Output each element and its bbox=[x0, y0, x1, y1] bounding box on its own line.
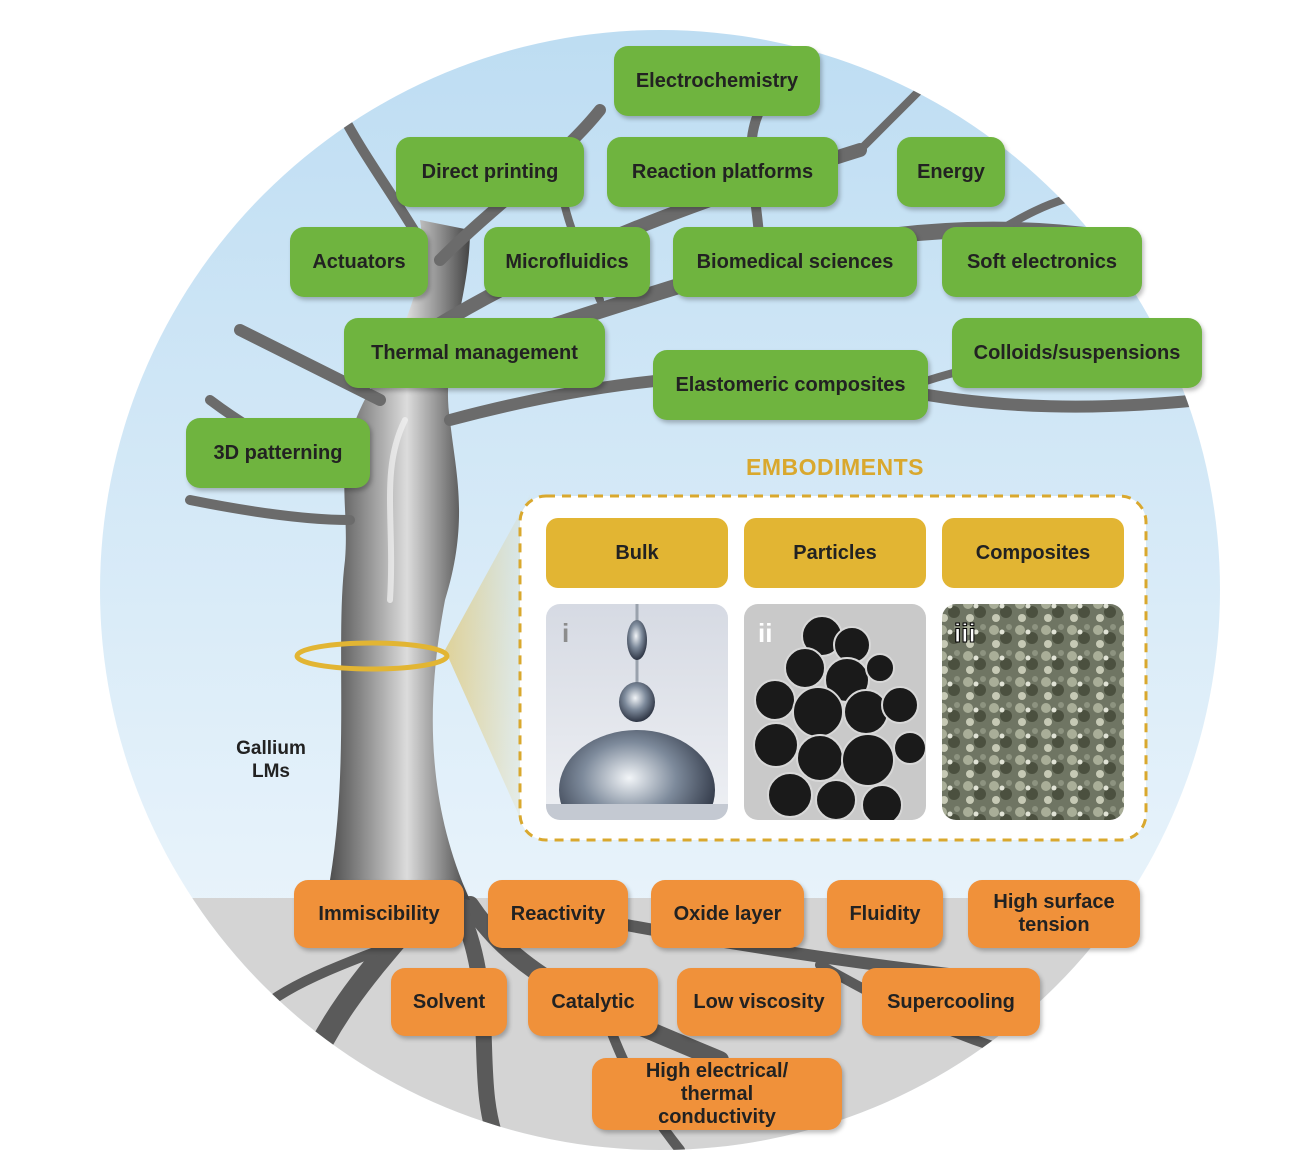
prop-catalytic: Catalytic bbox=[528, 968, 658, 1036]
app-energy: Energy bbox=[897, 137, 1005, 207]
prop-reactivity: Reactivity bbox=[488, 880, 628, 948]
app-microfluidics: Microfluidics bbox=[484, 227, 650, 297]
prop-solvent: Solvent bbox=[391, 968, 507, 1036]
embodiment-particles: Particles bbox=[744, 518, 926, 588]
embodiment-bulk: Bulk bbox=[546, 518, 728, 588]
app-soft-electronics: Soft electronics bbox=[942, 227, 1142, 297]
embodiment-composites: Composites bbox=[942, 518, 1124, 588]
prop-fluidity: Fluidity bbox=[827, 880, 943, 948]
app-electrochemistry: Electrochemistry bbox=[614, 46, 820, 116]
panel-label-ii: ii bbox=[758, 618, 772, 648]
prop-high-electrical-thermal-conductivity: High electrical/ thermal conductivity bbox=[592, 1058, 842, 1130]
prop-immiscibility: Immiscibility bbox=[294, 880, 464, 948]
app-biomedical-sciences: Biomedical sciences bbox=[673, 227, 917, 297]
prop-supercooling: Supercooling bbox=[862, 968, 1040, 1036]
trunk-label: Gallium LMs bbox=[236, 738, 306, 782]
app-elastomeric-composites: Elastomeric composites bbox=[653, 350, 928, 420]
embodiments-title: EMBODIMENTS bbox=[746, 454, 924, 480]
prop-high-surface-tension: High surface tension bbox=[968, 880, 1140, 948]
app-thermal-management: Thermal management bbox=[344, 318, 605, 388]
app-3d-patterning: 3D patterning bbox=[186, 418, 370, 488]
panel-label-i: i bbox=[562, 618, 569, 648]
app-reaction-platforms: Reaction platforms bbox=[607, 137, 838, 207]
panel-label-iii: iii bbox=[954, 618, 976, 648]
prop-oxide-layer: Oxide layer bbox=[651, 880, 804, 948]
app-colloids-suspensions: Colloids/suspensions bbox=[952, 318, 1202, 388]
app-actuators: Actuators bbox=[290, 227, 428, 297]
prop-low-viscosity: Low viscosity bbox=[677, 968, 841, 1036]
app-direct-printing: Direct printing bbox=[396, 137, 584, 207]
